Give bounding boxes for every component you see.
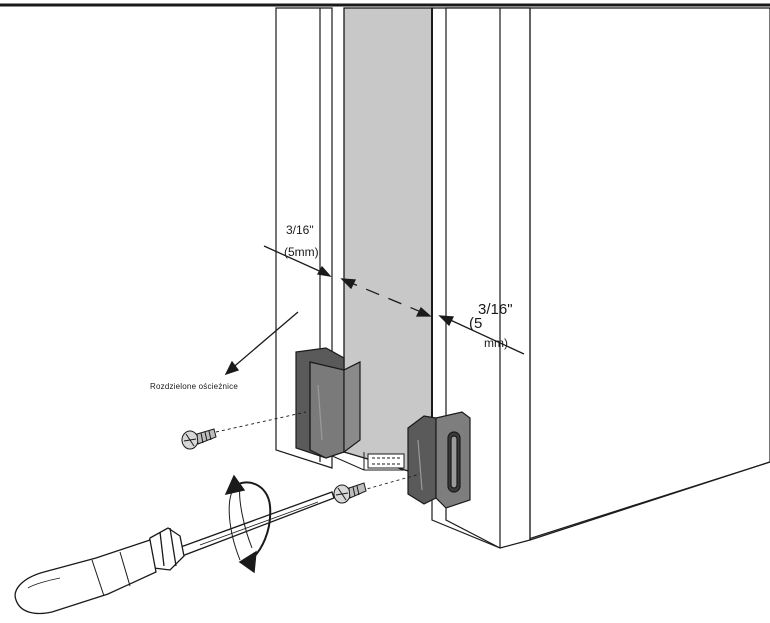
right-dimension-mm-close: mm)	[484, 336, 508, 350]
right-arrow-head	[438, 315, 455, 327]
floor-track	[329, 452, 405, 471]
right-floor-guide	[407, 411, 471, 509]
inner-arrow-right	[415, 306, 432, 317]
caption-leader-head	[224, 360, 240, 376]
part-caption: Rozdzielone ościeżnice	[150, 382, 239, 391]
left-dimension-mm: (5mm)	[284, 245, 319, 259]
left-floor-guide	[295, 347, 361, 459]
right-dimension-mm-open: (5	[469, 315, 483, 332]
left-arrow-head	[316, 265, 332, 277]
screw-alignment	[215, 411, 421, 493]
screw-on-driver-icon	[333, 482, 367, 504]
door-panel	[343, 7, 433, 479]
right-jamb	[431, 7, 770, 549]
screw-icon	[181, 428, 217, 450]
screwdriver-icon	[14, 491, 335, 615]
rotate-arrow-icon	[224, 474, 272, 574]
dimension-lines	[224, 245, 525, 376]
left-dimension-inch: 3/16"	[286, 223, 314, 237]
right-dimension-inch: 3/16"	[478, 301, 513, 318]
inner-arrow-left	[340, 278, 357, 290]
